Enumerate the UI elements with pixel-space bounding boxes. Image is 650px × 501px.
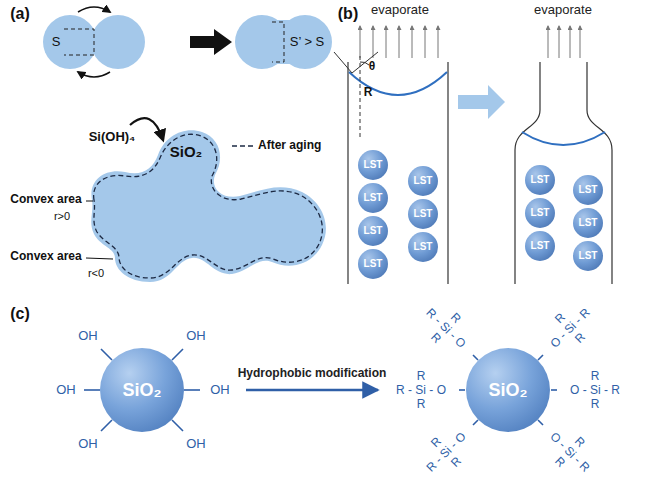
particle-circle: LST [358,150,388,180]
node-text: LST [531,174,550,186]
label-text: Convex area [10,250,81,264]
label-text: OH [78,329,98,344]
particle-circle: LST [358,216,388,246]
node-text: LST [531,240,550,252]
label-text: OH [56,383,76,398]
silane-text: R [591,397,600,411]
silane-text: R [417,397,426,411]
silane-group: RR - Si - OR [413,419,478,484]
capillary-right [515,26,612,284]
process-arrow [190,29,232,55]
silane-text: O - Si - R [570,383,620,397]
node-text: LST [579,184,598,196]
label-text: θ [369,60,376,74]
label-text: R [364,86,373,100]
particle-circle: LST [525,231,555,261]
legend-sample [232,145,254,146]
silane-group: RO - Si - RR [537,295,602,360]
particle-circle: LST [573,175,603,205]
silane-text: O - Si - R [547,429,592,474]
particle-pair [43,7,145,77]
node-text: LST [414,241,433,253]
label-text: OH [186,437,206,452]
label-text: evaporate [371,3,429,18]
silane-text: R [448,454,464,470]
leader-line [86,201,93,202]
label-text: (a) [10,5,30,23]
particle-circle: LST [408,199,438,229]
node-text: LST [579,250,598,262]
label-text: r>0 [54,210,70,223]
particle-circle: LST [408,166,438,196]
silane-text: R [417,369,426,383]
silane-group: RO - Si - RR [537,419,602,484]
silane-group: RR - Si - OR [396,369,446,411]
node-text: LST [364,159,383,171]
silane-text: R [572,330,588,346]
label-text: (b) [338,5,358,23]
edge-label: Hydrophobic modification [238,367,387,381]
label-text: OH [210,383,230,398]
particle-circle: LST [408,232,438,262]
aggregate [91,130,326,282]
node-text: SiO₂ [122,380,161,401]
node-text: LST [531,207,550,219]
node-text: LST [364,192,383,204]
particle-circle: LST [525,165,555,195]
silane-group: RR - Si - OR [413,295,478,360]
label-text: r<0 [88,267,104,280]
label-text: Convex area [10,193,81,207]
particle-circle: LST [525,198,555,228]
label-text: evaporate [534,3,592,18]
label-text: OH [78,437,98,452]
merged-particle [235,15,332,69]
node-text: LST [364,225,383,237]
node-text: SiO₂ [488,380,527,401]
silane-text: R [591,369,600,383]
label-text: OH [186,329,206,344]
capillary-left [334,26,448,284]
node-text: LST [414,175,433,187]
connector-arrow [246,389,378,392]
leader-line [86,258,113,259]
silane-group: RO - Si - RR [570,369,620,411]
label-text: Si(OH)₄ [89,130,136,145]
silica-sphere: SiO₂ [466,348,550,432]
label-text: S’ > S [290,35,325,50]
hydroxyl-bonds [84,349,200,431]
node-text: LST [414,208,433,220]
legend-text: After aging [258,139,321,153]
particle-circle: LST [573,241,603,271]
label-text: (c) [10,305,30,323]
silane-text: R - Si - O [396,383,446,397]
particle-circle: LST [573,208,603,238]
silane-text: R - Si - O [423,305,468,350]
node-text: LST [579,217,598,229]
label-text: S [52,35,61,50]
particle-circle: LST [358,183,388,213]
process-arrow [458,85,505,119]
node-text: LST [364,258,383,270]
particle-circle: LST [358,249,388,279]
node-text: SiO₂ [170,143,203,160]
silica-sphere: SiO₂ [100,348,184,432]
